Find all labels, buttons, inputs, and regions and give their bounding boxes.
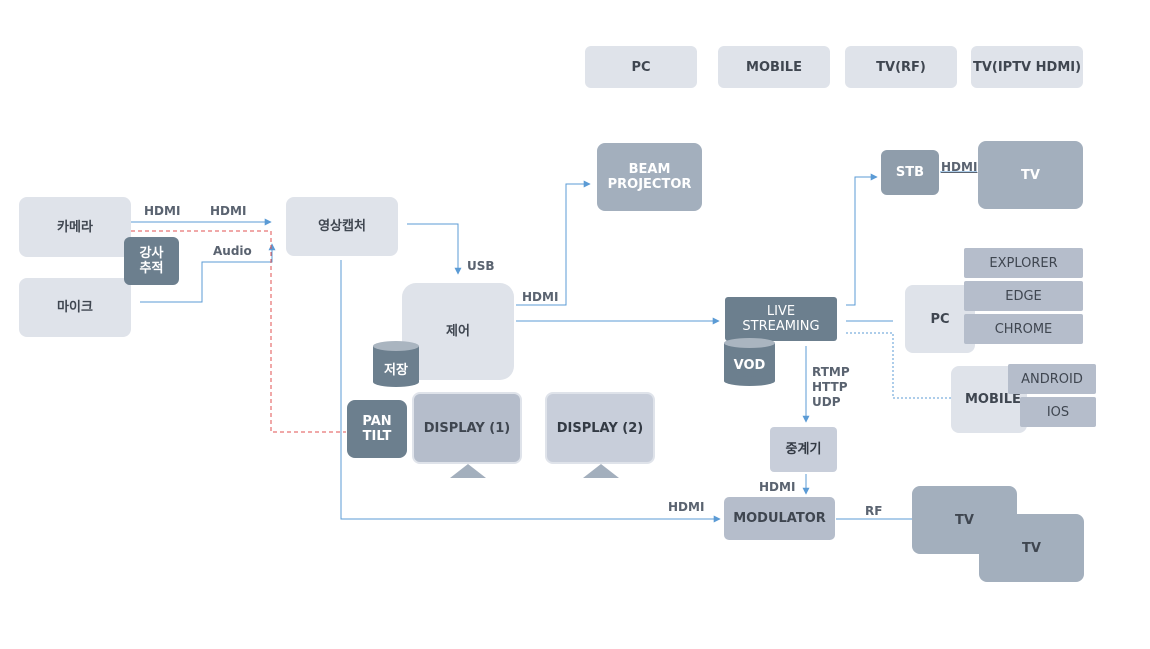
display1-stand: [450, 464, 486, 478]
hdmi-relay-label: HDMI: [759, 480, 796, 494]
chrome-node: CHROME: [964, 314, 1083, 344]
usb-label: USB: [467, 259, 495, 273]
display2-stand: [583, 464, 619, 478]
android-node: ANDROID: [1008, 364, 1096, 394]
relay-node: 중계기: [770, 427, 837, 472]
capture-to-control-line: [407, 223, 462, 275]
hdmi-modulator-label: HDMI: [668, 500, 705, 514]
mic-to-capture-line: [140, 243, 276, 303]
protocols-label: RTMP HTTP UDP: [812, 365, 850, 409]
beam-node: BEAM PROJECTOR: [597, 143, 702, 211]
live-to-mobile-line: [846, 332, 952, 399]
hdmi-beam-label: HDMI: [522, 290, 559, 304]
live-node: LIVE STREAMING: [725, 297, 837, 341]
tv-iptv-node: TV: [978, 141, 1083, 209]
legend-tv-rf: TV(RF): [845, 46, 957, 88]
legend-tv-iptv: TV(IPTV HDMI): [971, 46, 1083, 88]
capture-to-modulator-line: [340, 260, 721, 523]
tv-rf-node-2: TV: [979, 514, 1084, 582]
hdmi-camera-label: HDMI: [144, 204, 181, 218]
pantilt-node: PAN TILT: [347, 400, 407, 458]
display1-node: DISPLAY (1): [412, 392, 522, 464]
hdmi-stb-label: HDMI: [941, 160, 978, 174]
hdmi-input-label: HDMI: [210, 204, 247, 218]
live-to-stb-line: [846, 173, 878, 306]
legend-mobile: MOBILE: [718, 46, 830, 88]
explorer-node: EXPLORER: [964, 248, 1083, 278]
control-node: 제어: [402, 283, 514, 380]
legend-pc: PC: [585, 46, 697, 88]
tracking-pantilt-line: [131, 230, 346, 433]
audio-label: Audio: [213, 244, 252, 258]
camera-node: 카메라: [19, 197, 131, 257]
control-to-beam-line: [516, 180, 591, 306]
display2-node: DISPLAY (2): [545, 392, 655, 464]
vod-node: VOD: [724, 338, 775, 386]
storage-label: 저장: [384, 363, 408, 378]
edge-node: EDGE: [964, 281, 1083, 311]
ios-node: IOS: [1020, 397, 1096, 427]
mic-node: 마이크: [19, 278, 131, 337]
capture-node: 영상캡처: [286, 197, 398, 256]
modulator-node: MODULATOR: [724, 497, 835, 540]
vod-label: VOD: [733, 358, 766, 373]
rf-label: RF: [865, 504, 883, 518]
storage-node: 저장: [373, 341, 419, 387]
stb-node: STB: [881, 150, 939, 195]
pc-node: PC: [905, 285, 975, 353]
tracking-node: 강사 추적: [124, 237, 179, 285]
